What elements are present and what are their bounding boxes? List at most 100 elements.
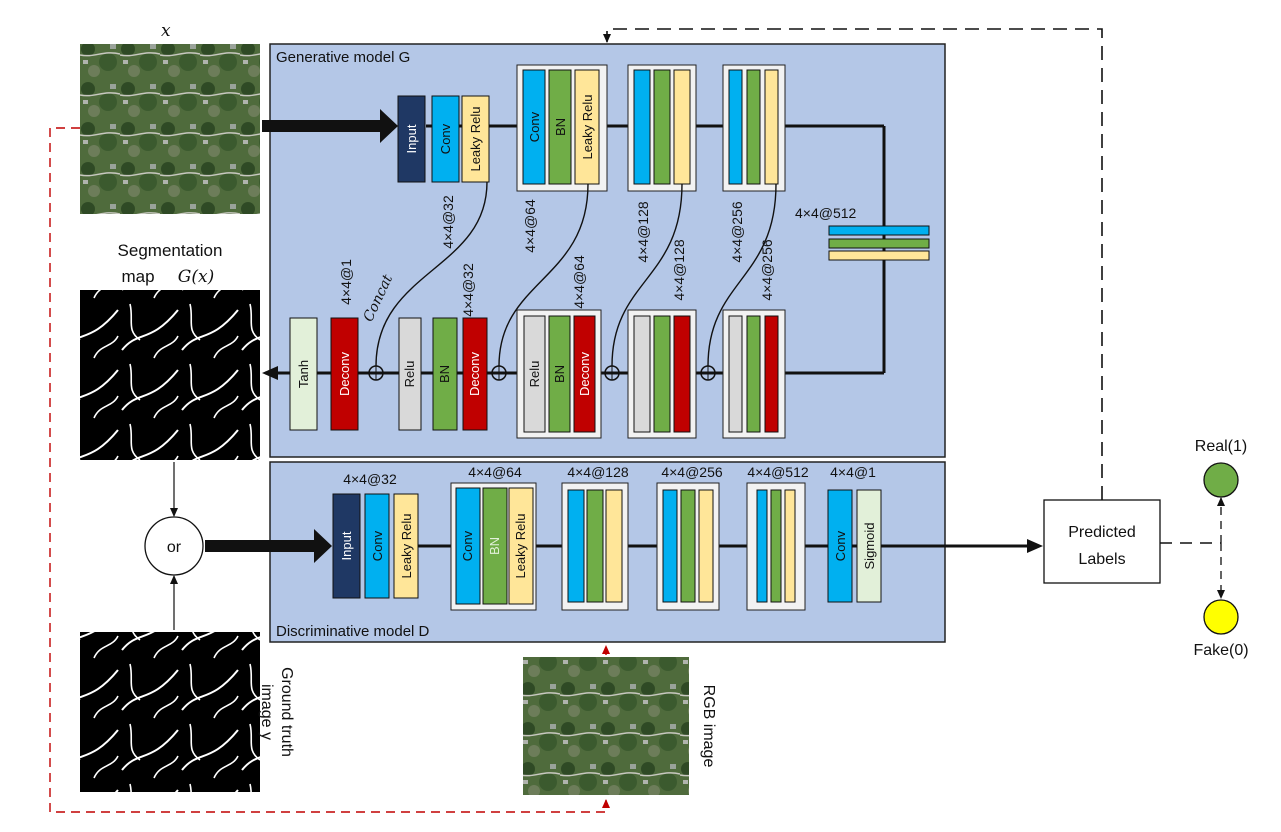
- skip-connection-1: [375, 181, 488, 367]
- enc4-size: 4×4@256: [729, 201, 745, 263]
- dec-tanh-label: Tanh: [296, 360, 311, 388]
- enc2-conv-label: Conv: [527, 111, 542, 142]
- disc1-lrelu-block: [393, 493, 419, 599]
- real-node: [1203, 462, 1239, 498]
- segmentation-label-3: G(x): [178, 267, 214, 287]
- predicted-labels-line1: Predicted: [1068, 524, 1136, 541]
- dec4-relu-block: [633, 315, 651, 433]
- disc2-bn-label: BN: [487, 537, 502, 555]
- disc2-conv-label: Conv: [460, 530, 475, 561]
- enc1-conv-label: Conv: [438, 123, 453, 154]
- dec3-size: 4×4@64: [571, 255, 587, 309]
- disc5-lrelu-block: [784, 489, 796, 603]
- bottleneck-size: 4×4@512: [795, 205, 857, 221]
- disc-input-label: Input: [339, 531, 354, 560]
- real-label: Real(1): [1195, 438, 1247, 455]
- input-thick-arrow: [262, 109, 398, 143]
- enc2-lrelu-block: [574, 69, 600, 185]
- dec4-deconv-block: [673, 315, 691, 433]
- disc2-lrelu-block: [508, 487, 534, 605]
- dec5-relu-block: [728, 315, 743, 433]
- skip-connection-2: [498, 183, 589, 367]
- dec2-relu-label: Relu: [402, 361, 417, 388]
- enc1-size: 4×4@32: [440, 195, 456, 249]
- disc5-conv-block: [756, 489, 768, 603]
- enc1-conv-block: [431, 95, 460, 183]
- predicted-labels-box: [1043, 499, 1161, 584]
- disc4-lrelu-block: [698, 489, 714, 603]
- concat-node-4: [700, 365, 716, 381]
- dec3-bn-block: [548, 315, 571, 433]
- disc3-lrelu-block: [605, 489, 623, 603]
- enc2-lrelu-label: Leaky Relu: [580, 94, 595, 159]
- enc3-size: 4×4@128: [635, 201, 651, 263]
- enc1-lrelu-label: Leaky Relu: [468, 106, 483, 171]
- or-label: or: [167, 539, 182, 556]
- dec4-size: 4×4@128: [671, 239, 687, 301]
- dec2-deconv-label: Deconv: [467, 351, 482, 396]
- enc4-bn-block: [746, 69, 761, 185]
- disc5-size: 4×4@512: [747, 464, 809, 480]
- disc3-conv-block: [567, 489, 585, 603]
- enc-input-label: Input: [404, 124, 419, 153]
- dec3-relu-block: [523, 315, 546, 433]
- or-node: [144, 516, 204, 576]
- fake-label: Fake(0): [1193, 642, 1248, 659]
- rgb-image: [523, 657, 689, 795]
- dec3-bn-label: BN: [552, 365, 567, 383]
- discriminator-title: Discriminative model D: [276, 623, 430, 640]
- bottleneck-bn-bar: [828, 238, 930, 249]
- enc3-conv-block: [633, 69, 651, 185]
- enc4-conv-block: [728, 69, 743, 185]
- concat-node-3: [604, 365, 620, 381]
- disc2-size: 4×4@64: [468, 464, 522, 480]
- enc-input-block: [397, 95, 426, 183]
- segmentation-label-2: map: [121, 267, 154, 286]
- input-x-label: x: [161, 21, 171, 41]
- dec2-deconv-block: [462, 317, 488, 431]
- enc2-size: 4×4@64: [522, 199, 538, 253]
- disc2-conv-block: [455, 487, 481, 605]
- dec1-deconv-label: Deconv: [337, 351, 352, 396]
- enc4-lrelu-block: [764, 69, 779, 185]
- feedback-dashed-line: [603, 28, 1103, 500]
- dec-tanh-block: [289, 317, 318, 431]
- disc1-size: 4×4@32: [343, 471, 397, 487]
- output-arrowhead: [262, 366, 278, 380]
- input-aerial-image: [80, 44, 260, 214]
- skip-connection-3: [611, 183, 683, 367]
- enc3-lrelu-block: [673, 69, 691, 185]
- concat-node-1: [368, 365, 384, 381]
- disc6-size: 4×4@1: [830, 464, 876, 480]
- dec3-deconv-label: Deconv: [577, 351, 592, 396]
- enc2-conv-block: [522, 69, 546, 185]
- bottleneck-conv-bar: [828, 225, 930, 236]
- dec2-size: 4×4@32: [460, 263, 476, 317]
- dec3-deconv-block: [573, 315, 596, 433]
- dec5-size: 4×4@256: [759, 239, 775, 301]
- concat-node-2: [491, 365, 507, 381]
- disc4-bn-block: [680, 489, 696, 603]
- dec4-bn-block: [653, 315, 671, 433]
- disc3-bn-block: [586, 489, 604, 603]
- disc3-size: 4×4@128: [567, 464, 629, 480]
- skip-connection-4: [707, 183, 777, 367]
- ground-truth-label-2: image y: [258, 684, 275, 740]
- dec2-bn-block: [432, 317, 458, 431]
- segmentation-label-1: Segmentation: [118, 241, 223, 260]
- dec5-deconv-block: [764, 315, 779, 433]
- disc1-lrelu-label: Leaky Relu: [399, 513, 414, 578]
- predicted-labels-line2: Labels: [1078, 551, 1125, 568]
- enc3-bn-block: [653, 69, 671, 185]
- disc6-conv-label: Conv: [833, 530, 848, 561]
- disc1-conv-label: Conv: [370, 530, 385, 561]
- disc2-lrelu-label: Leaky Relu: [513, 513, 528, 578]
- or-thick-arrow: [205, 529, 332, 563]
- red-dashed-input-line: [49, 127, 610, 813]
- dec3-relu-label: Relu: [527, 361, 542, 388]
- disc-input-block: [332, 493, 361, 599]
- dec1-size: 4×4@1: [338, 259, 354, 305]
- disc6-conv-block: [827, 489, 853, 603]
